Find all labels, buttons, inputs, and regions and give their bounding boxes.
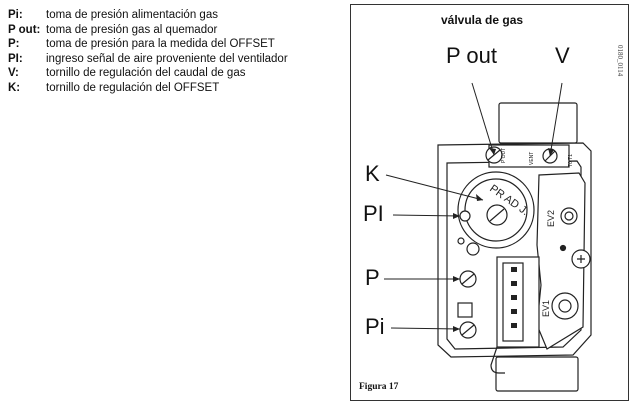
- label-pl: PI: [363, 201, 384, 226]
- arrow-heads: [453, 148, 554, 332]
- legend-text: tornillo de regulación del caudal de gas: [46, 67, 246, 80]
- valve-inner-panel: [446, 160, 582, 350]
- p-screw-slot: [461, 273, 475, 285]
- legend-row-pi: Pi: toma de presión alimentación gas: [8, 8, 288, 23]
- legend-text: ingreso señal de aire proveniente del ve…: [46, 52, 288, 65]
- legend: Pi: toma de presión alimentación gas P o…: [8, 8, 288, 96]
- legend-text: toma de presión para la medida del OFFSE…: [46, 38, 275, 51]
- legend-text: toma de presión alimentación gas: [46, 9, 218, 21]
- legend-key: P out:: [8, 23, 41, 36]
- figure-title: válvula de gas: [441, 13, 524, 27]
- legend-key: P:: [8, 38, 20, 51]
- tp-body-label: T0 T1: [568, 154, 574, 167]
- small-bolt: [466, 242, 480, 256]
- pout-body-label: P OUT: [501, 148, 507, 163]
- label-p: P: [365, 265, 380, 290]
- label-p-out: P out: [446, 43, 497, 68]
- regulator-dial-inner: [464, 178, 528, 242]
- figure-caption: Figura 17: [359, 382, 399, 392]
- square-block: [457, 302, 473, 318]
- pin-marks: [511, 267, 517, 328]
- legend-row-pl: PI: ingreso señal de aire proveniente de…: [8, 52, 288, 67]
- legend-key: Pi:: [8, 9, 23, 21]
- connector-block: [496, 256, 540, 348]
- pl-port: [459, 210, 471, 222]
- label-v: V: [555, 43, 570, 68]
- legend-row-k: K: tornillo de regulación del OFFSET: [8, 81, 288, 96]
- legend-text: toma de presión gas al quemador: [46, 23, 218, 36]
- ev2-body-label: EV2: [546, 210, 556, 227]
- gas-valve-figure: válvula de gas 0180_0114: [350, 4, 629, 401]
- ev2-ring-inner: [564, 211, 574, 221]
- gear-icon: [457, 237, 465, 245]
- legend-row-p: P: toma de presión para la medida del OF…: [8, 37, 288, 52]
- top-pipe-block: [498, 102, 578, 144]
- small-dot: [559, 244, 567, 252]
- ev1-ring-inner: [558, 299, 572, 313]
- legend-row-pout: P out: toma de presión gas al quemador: [8, 23, 288, 38]
- label-pi: Pi: [365, 314, 385, 339]
- bottom-pipe-block: [495, 356, 579, 392]
- legend-key: PI:: [8, 52, 23, 65]
- vent-body-label: VENT: [529, 152, 535, 165]
- label-k: K: [365, 161, 380, 186]
- gas-valve-drawing: P OUT VENT T0 T1 PR AD J. EV2 EV1: [384, 82, 592, 392]
- k-screw-slot: [489, 208, 505, 222]
- leader-lines: [384, 82, 563, 330]
- plus-cross: [577, 255, 585, 263]
- legend-text: tornillo de regulación del OFFSET: [46, 81, 220, 94]
- ev2-ring: [560, 207, 578, 225]
- bottom-hook: [490, 346, 505, 374]
- legend-key: K:: [8, 81, 21, 94]
- figure-code: 0180_0114: [616, 45, 624, 77]
- legend-key: V:: [8, 67, 19, 80]
- ev1-ring: [551, 292, 579, 320]
- connector-pins: [502, 262, 524, 342]
- pi-screw-slot: [461, 324, 475, 336]
- ev1-body-label: EV1: [541, 300, 551, 317]
- legend-row-v: V: tornillo de regulación del caudal de …: [8, 66, 288, 81]
